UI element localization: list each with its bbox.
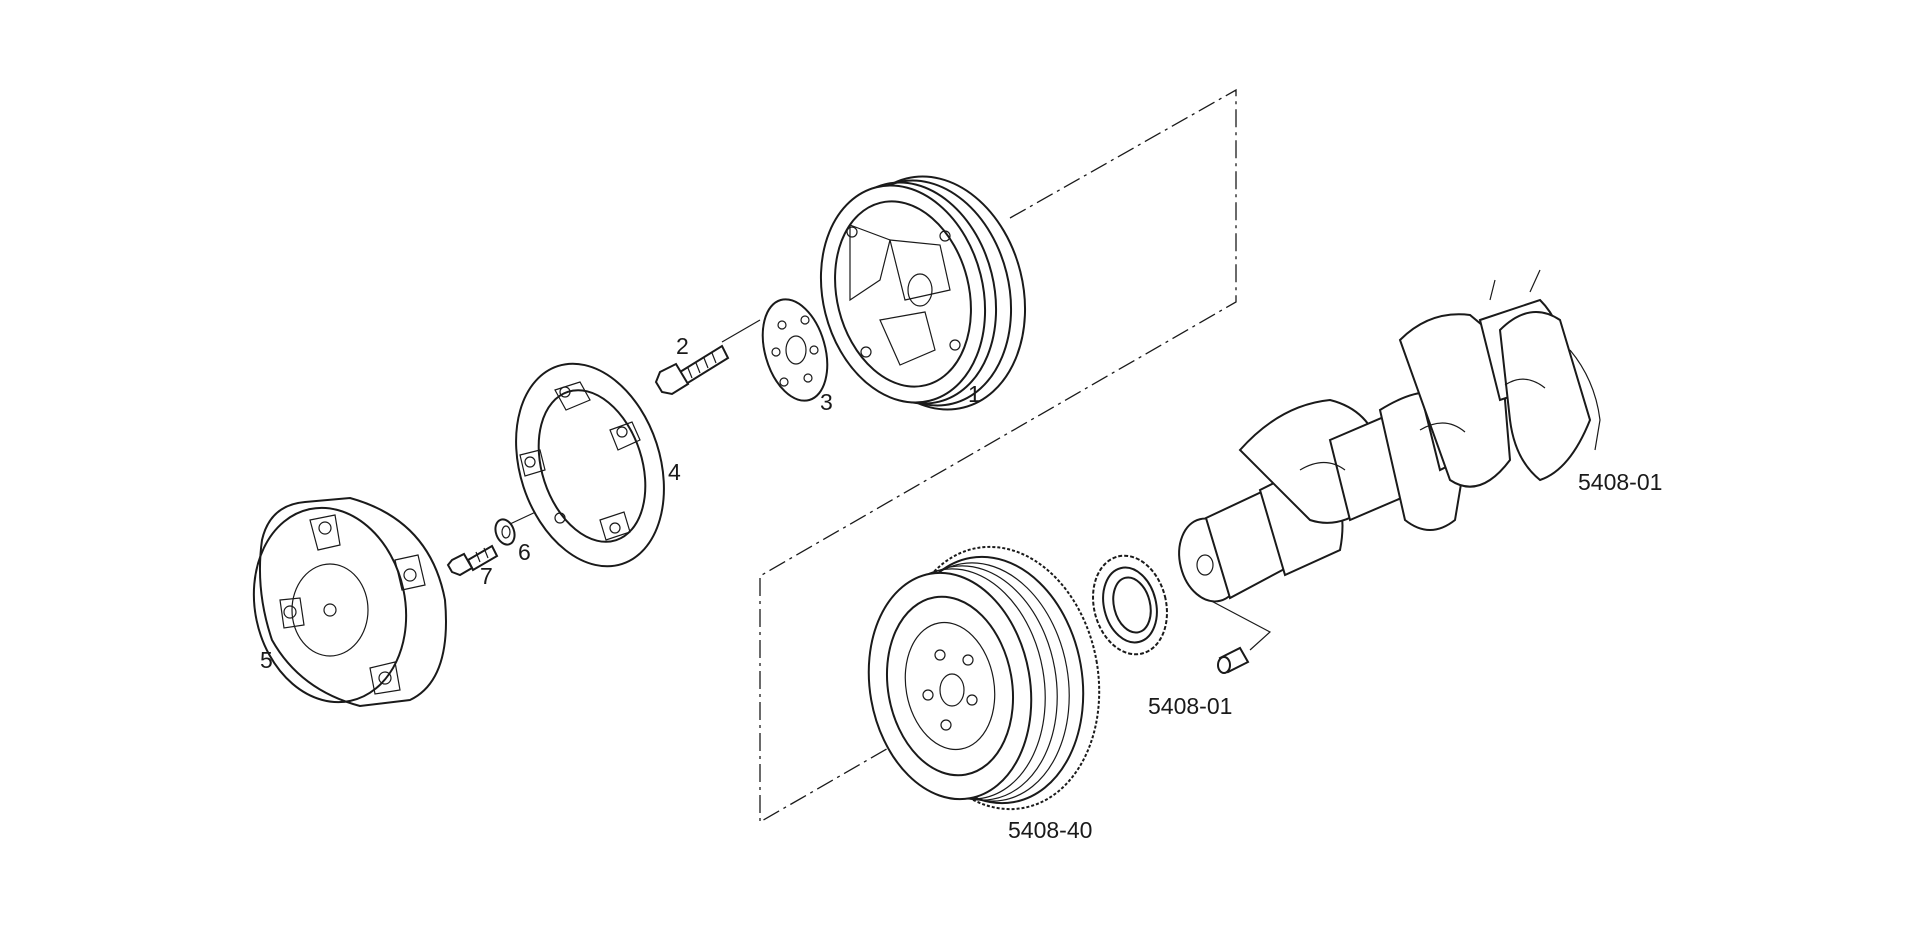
leader-bolt-to-washer bbox=[721, 319, 761, 343]
leader-dowel bbox=[1199, 594, 1272, 651]
callout-7: 7 bbox=[480, 563, 493, 589]
coupling-cover-part-5[interactable] bbox=[236, 494, 447, 717]
callout-crankshaft-ref: 5408-01 bbox=[1578, 469, 1662, 495]
vibration-damper[interactable] bbox=[851, 531, 1119, 825]
crank-sprocket[interactable] bbox=[1083, 548, 1177, 662]
callout-6: 6 bbox=[518, 539, 531, 565]
callout-4: 4 bbox=[668, 459, 681, 485]
nut-part-6[interactable] bbox=[492, 517, 518, 548]
callout-damper-ref: 5408-40 bbox=[1008, 817, 1092, 843]
bolt-part-2[interactable] bbox=[654, 344, 730, 396]
crankshaft[interactable] bbox=[1171, 269, 1601, 608]
callout-5: 5 bbox=[260, 647, 273, 673]
callout-1: 1 bbox=[968, 381, 981, 407]
washer-plate-part-3[interactable] bbox=[752, 292, 838, 409]
bolt-part-7[interactable] bbox=[446, 544, 499, 577]
pulley-part-1[interactable] bbox=[799, 157, 1049, 429]
callout-sprocket-ref: 5408-01 bbox=[1148, 693, 1232, 719]
assembly-outline-dashed bbox=[759, 88, 1237, 824]
callout-2: 2 bbox=[676, 333, 689, 359]
dowel-pin[interactable] bbox=[1217, 646, 1250, 674]
mounting-plate-part-4[interactable] bbox=[491, 344, 688, 585]
callout-3: 3 bbox=[820, 389, 833, 415]
